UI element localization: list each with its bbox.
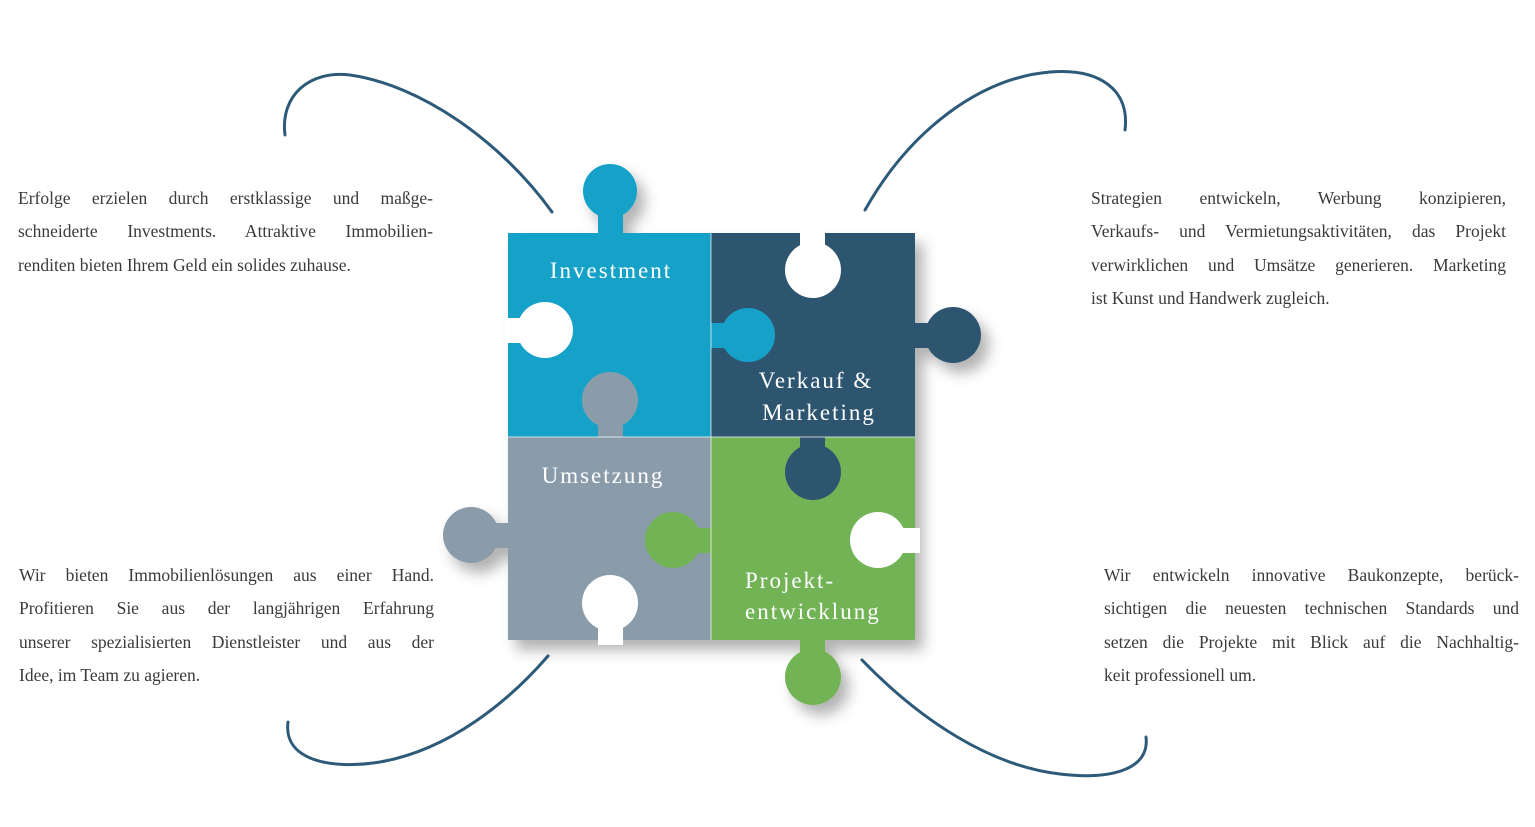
piece-seams <box>508 233 915 640</box>
description-line: Profitieren Sie aus der langjährigen Erf… <box>19 598 434 619</box>
description-line: schneiderte Investments. Attraktive Immo… <box>18 221 433 242</box>
curve-top-right <box>863 70 1128 212</box>
description-line: Erfolge erzielen durch erstklassige und … <box>18 188 433 208</box>
description-line: renditen bieten Ihrem Geld ein solides z… <box>18 254 351 275</box>
description-line: Idee, im Team zu agieren. <box>19 664 201 685</box>
curve-top-left <box>282 72 554 214</box>
description-line: Verkaufs- und Vermietungsaktivitäten, da… <box>1091 221 1506 242</box>
description-line: Wir bieten Immobilienlösungen aus einer … <box>19 565 434 585</box>
description-verkauf-marketing: Strategien entwickeln, Werbung konzipier… <box>1091 182 1506 315</box>
description-line: keit professionell um. <box>1104 664 1257 685</box>
description-line: unserer spezialisierten Dienstleister un… <box>19 631 434 652</box>
puzzle-holes <box>505 230 920 645</box>
label-umsetzung: Umsetzung <box>542 463 665 488</box>
description-line: setzen die Projekte mit Blick auf die Na… <box>1104 631 1519 652</box>
curve-bottom-left <box>286 654 550 766</box>
label-projekt: Projekt- <box>745 568 835 593</box>
description-projektentwicklung: Wir entwickeln innovative Baukonzepte, b… <box>1104 559 1519 692</box>
description-umsetzung: Wir bieten Immobilienlösungen aus einer … <box>19 559 434 692</box>
label-entwicklung: entwicklung <box>745 599 881 624</box>
description-line: Wir entwickeln innovative Baukonzepte, b… <box>1104 565 1519 585</box>
curve-bottom-right <box>860 658 1148 778</box>
connector-curves <box>282 70 1148 778</box>
description-line: sichtigen die neuesten technischen Stand… <box>1104 598 1519 619</box>
label-verkauf: Verkauf & <box>759 368 873 393</box>
description-line: ist Kunst und Handwerk zugleich. <box>1091 287 1330 308</box>
puzzle-tabs <box>443 164 981 705</box>
description-investment: Erfolge erzielen durch erstklassige und … <box>18 182 433 282</box>
description-line: Strategien entwickeln, Werbung konzipier… <box>1091 188 1506 208</box>
label-investment: Investment <box>550 258 672 283</box>
label-marketing: Marketing <box>762 400 876 425</box>
description-line: verwirklichen und Umsätze generieren. Ma… <box>1091 254 1506 275</box>
